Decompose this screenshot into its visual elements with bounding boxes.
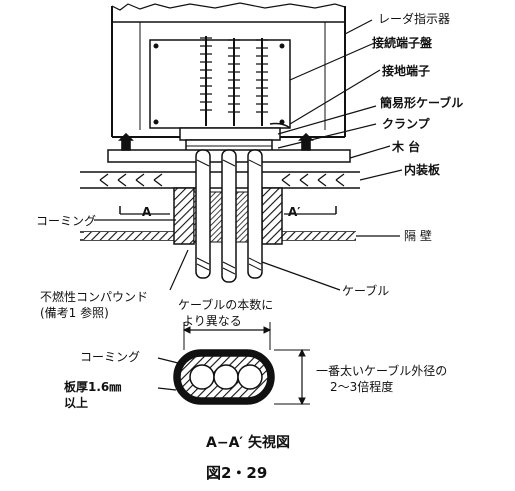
leader-lines [94, 19, 403, 291]
label-simple-clamp-1: 簡易形ケーブル [380, 96, 464, 110]
cable-clamp [179, 127, 281, 153]
label-ground-terminal: 接地端子 [382, 64, 431, 78]
cables [195, 149, 263, 283]
terminal-board [149, 36, 291, 129]
label-coaming-section: コーミング [80, 350, 141, 364]
label-bulkhead: 隔 壁 [404, 229, 432, 243]
inner-panel [80, 171, 360, 189]
section-view [173, 349, 275, 405]
label-compound-2: (備考1 参照) [40, 306, 109, 320]
label-radar-display: レーダ指示器 [378, 12, 451, 26]
label-cable: ケーブル [342, 284, 390, 298]
label-section-a-prime: A′ [288, 205, 301, 219]
label-terminal-board: 接続端子盤 [372, 36, 433, 50]
height-dimension [274, 348, 310, 406]
label-cable-count-2: より異なる [182, 314, 242, 328]
figure-number: 図2・29 [206, 464, 268, 482]
section-leaders [157, 357, 183, 391]
label-section-a: A [142, 205, 152, 219]
label-compound-1: 不燃性コンパウンド [40, 290, 149, 304]
label-cable-count-1: ケーブルの本数に [178, 298, 274, 312]
label-plate-thickness-1: 板厚1.6㎜ [64, 380, 122, 394]
label-largest-cable-1: 一番太いケーブル外径の [316, 364, 448, 378]
label-largest-cable-2: 2～3倍程度 [330, 380, 394, 394]
coaming [173, 187, 283, 245]
label-wooden-base: 木 台 [392, 140, 421, 154]
view-caption: A−A′ 矢視図 [206, 435, 290, 451]
label-coaming: コーミング [36, 214, 97, 228]
label-inner-panel: 内装板 [404, 163, 441, 177]
label-simple-clamp-2: クランプ [382, 117, 430, 131]
width-dimension [182, 322, 272, 350]
section-arrows [119, 206, 337, 215]
label-plate-thickness-2: 以上 [64, 396, 89, 410]
